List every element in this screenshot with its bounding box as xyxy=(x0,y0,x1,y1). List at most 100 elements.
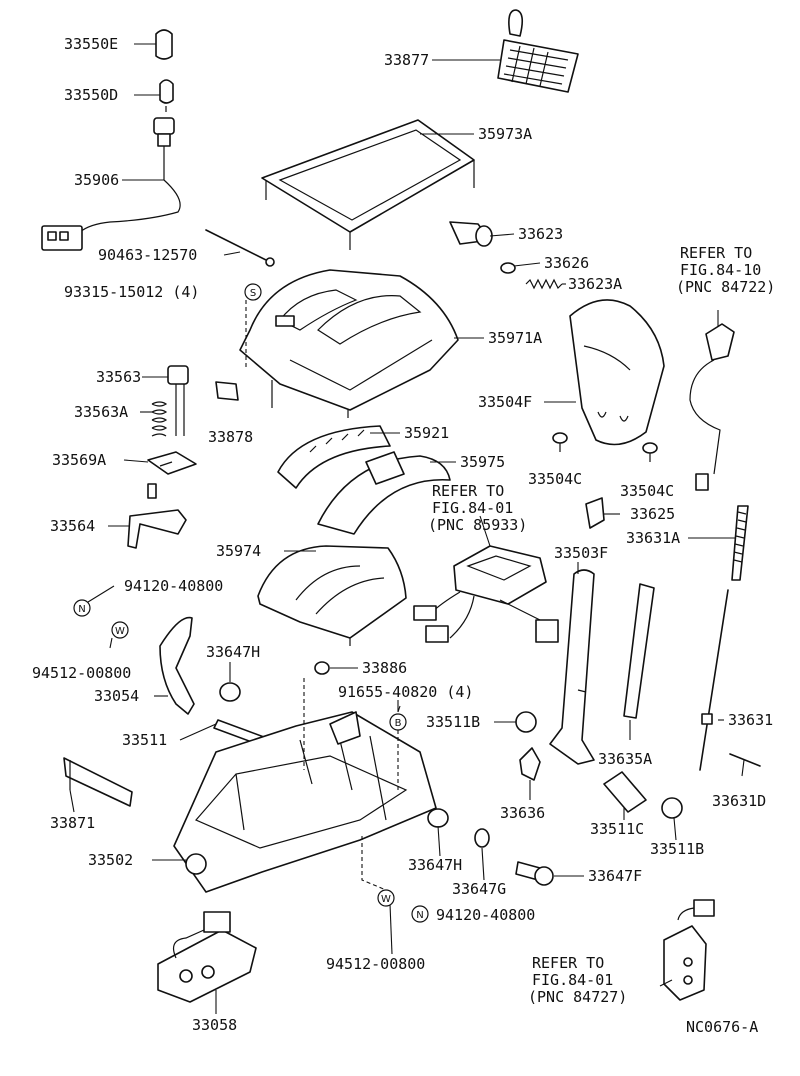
bulb-cap-33550E xyxy=(155,29,173,60)
bush-33511B-b xyxy=(661,797,683,819)
label-33636: 33636 xyxy=(500,804,545,822)
symbol-n-letter: N xyxy=(416,910,423,921)
pin-33647F xyxy=(515,861,554,886)
position-plate-35921 xyxy=(277,425,391,489)
label-33058: 33058 xyxy=(192,1016,237,1034)
label-35975: 35975 xyxy=(460,453,505,471)
indicator-housing-35974 xyxy=(257,545,407,646)
label-33647G: 33647G xyxy=(452,880,506,898)
spring-33563A xyxy=(151,401,168,437)
bracket-33569A xyxy=(147,451,197,475)
rod-33635A xyxy=(623,583,655,719)
screw-33504C-left xyxy=(552,432,568,452)
spring-33623A xyxy=(525,278,563,290)
indicator-bezel-33877 xyxy=(497,9,579,93)
cable-33631A xyxy=(731,505,749,581)
symbol-s-letter: S xyxy=(250,288,256,299)
symbol-w-a: W xyxy=(111,621,129,639)
label-94512-00800-a: 94512-00800 xyxy=(32,664,131,682)
label-33877: 33877 xyxy=(384,51,429,69)
switch-assembly-33058 xyxy=(157,911,257,1003)
plate-33878 xyxy=(215,381,239,401)
washer-33626 xyxy=(500,262,516,274)
label-94512-00800-b: 94512-00800 xyxy=(326,955,425,973)
symbol-w-letter: W xyxy=(115,626,125,637)
clip-33636 xyxy=(519,747,541,781)
label-33564: 33564 xyxy=(50,517,95,535)
figure-code: NC0676-A xyxy=(686,1018,758,1036)
label-33886: 33886 xyxy=(362,659,407,677)
console-cover-35971A xyxy=(239,269,459,418)
lamp-socket-33623 xyxy=(449,221,493,247)
label-33550D: 33550D xyxy=(64,86,118,104)
bush-33511B-a xyxy=(515,711,537,733)
label-94120-40800-b: 94120-40800 xyxy=(436,906,535,924)
label-35974: 35974 xyxy=(216,542,261,560)
collar-33511C xyxy=(603,771,647,813)
bush-33886 xyxy=(314,661,330,675)
symbol-n-letter: N xyxy=(78,604,85,615)
label-33647H-b: 33647H xyxy=(408,856,462,874)
refer-note-3-line3: (PNC 84727) xyxy=(528,988,627,1006)
label-90463-12570: 90463-12570 xyxy=(98,246,197,264)
label-35971A: 35971A xyxy=(488,329,542,347)
label-33503F: 33503F xyxy=(554,544,608,562)
label-33635A: 33635A xyxy=(598,750,652,768)
label-33647F: 33647F xyxy=(588,867,642,885)
switch-33563 xyxy=(167,365,189,436)
symbol-b-letter: B xyxy=(395,718,402,729)
symbol-w-b: W xyxy=(377,889,395,907)
label-33550E: 33550E xyxy=(64,35,118,53)
refer-note-3-line2: FIG.84-01 xyxy=(532,971,613,989)
symbol-s: S xyxy=(244,283,262,301)
label-35906: 35906 xyxy=(74,171,119,189)
bracket-33871 xyxy=(63,757,133,807)
label-33054: 33054 xyxy=(94,687,139,705)
label-33625: 33625 xyxy=(630,505,675,523)
overdrive-switch xyxy=(689,323,735,491)
part-labels: 33550E 33550D 35906 90463-12570 93315-15… xyxy=(32,35,775,1036)
label-33511B-a: 33511B xyxy=(426,713,480,731)
bulb-33550D xyxy=(159,79,174,112)
shift-knob-33504F xyxy=(569,299,665,446)
label-33511B-b: 33511B xyxy=(650,840,704,858)
label-33871: 33871 xyxy=(50,814,95,832)
label-33504C-b: 33504C xyxy=(620,482,674,500)
base-assembly-33502 xyxy=(173,711,437,893)
label-91655-40820: 91655-40820 (4) xyxy=(338,683,473,701)
label-33631A: 33631A xyxy=(626,529,680,547)
pin-33631D xyxy=(729,753,761,767)
screw-33504C-right xyxy=(642,442,658,462)
label-33511C: 33511C xyxy=(590,820,644,838)
leader-lines xyxy=(69,43,745,1014)
label-33504F: 33504F xyxy=(478,393,532,411)
washer-33647G xyxy=(474,828,490,848)
clip-33625 xyxy=(585,497,605,529)
label-33631: 33631 xyxy=(728,711,773,729)
lever-33564 xyxy=(127,509,187,549)
refer-note-3-line1: REFER TO xyxy=(532,954,604,972)
control-module xyxy=(413,545,559,643)
label-94120-40800-a: 94120-40800 xyxy=(124,577,223,595)
bracket-33054 xyxy=(159,616,195,715)
wire-tie-90463 xyxy=(205,229,275,267)
label-33504C-a: 33504C xyxy=(528,470,582,488)
housing-frame-35973A xyxy=(261,119,475,250)
symbol-b: B xyxy=(389,713,407,731)
label-33569A: 33569A xyxy=(52,451,106,469)
bush-33647H-b xyxy=(427,808,449,828)
refer-note-1-line3: (PNC 84722) xyxy=(676,278,775,296)
refer-note-2-line1: REFER TO xyxy=(432,482,504,500)
screw xyxy=(147,483,157,499)
label-33563A: 33563A xyxy=(74,403,128,421)
refer-note-2-line2: FIG.84-01 xyxy=(432,499,513,517)
label-33623A: 33623A xyxy=(568,275,622,293)
rod-33631 xyxy=(699,589,729,771)
label-33626: 33626 xyxy=(544,254,589,272)
label-33563: 33563 xyxy=(96,368,141,386)
refer-note-1-line1: REFER TO xyxy=(680,244,752,262)
label-33631D: 33631D xyxy=(712,792,766,810)
label-33623: 33623 xyxy=(518,225,563,243)
label-33647H-a: 33647H xyxy=(206,643,260,661)
